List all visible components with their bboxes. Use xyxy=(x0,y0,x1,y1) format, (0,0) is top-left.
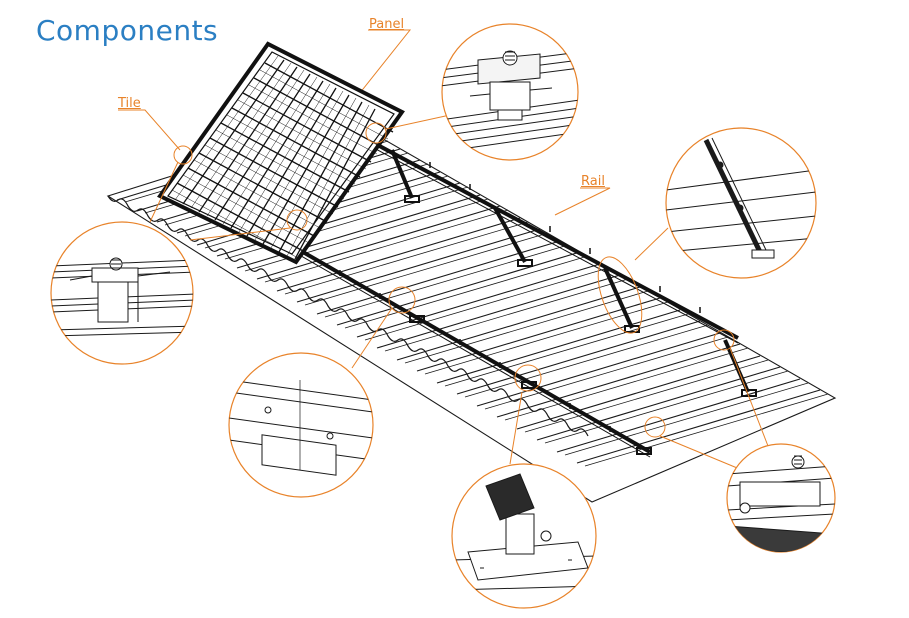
panel-clamp-detail xyxy=(441,23,579,161)
label-panel: Panel xyxy=(369,17,405,32)
detail-markers xyxy=(149,114,769,471)
rail-tilt-leg-detail xyxy=(665,127,817,279)
end-clamp-detail xyxy=(726,443,836,553)
label-leader-lines xyxy=(118,29,611,216)
page-title: Components xyxy=(36,14,219,47)
label-tile: Tile xyxy=(118,96,141,111)
solar-panel xyxy=(157,41,405,265)
tile-clamp-detail xyxy=(50,221,194,365)
rail-splice-detail xyxy=(228,352,374,498)
tilt-bracket-detail xyxy=(451,463,597,609)
label-rail: Rail xyxy=(581,174,605,189)
